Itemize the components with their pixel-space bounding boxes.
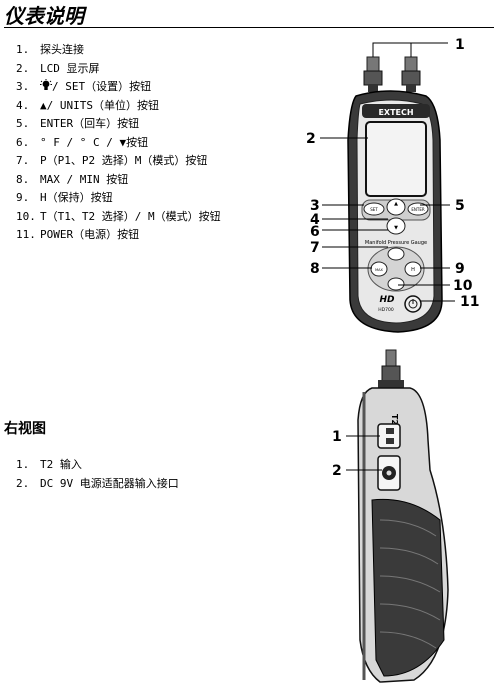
svg-text:SET: SET (370, 207, 378, 212)
svg-text:MAX: MAX (375, 268, 383, 272)
power-button (404, 295, 422, 313)
set-button (363, 202, 385, 216)
side-port-label: T2 (390, 414, 399, 425)
list-item: 4.▲/ UNITS（单位）按钮 (16, 98, 159, 112)
temp-down-button (386, 217, 406, 235)
backlight-bulb-icon (40, 79, 52, 90)
units-up-button (386, 198, 406, 216)
list-item: 11.POWER（电源）按钮 (16, 228, 140, 241)
probe-connector-left (363, 56, 383, 92)
side-body (357, 387, 449, 683)
side-view-heading: 右视图 (4, 421, 46, 437)
callout-label: 8 (310, 261, 320, 277)
callout-label: 11 (460, 294, 479, 310)
callout-label: 1 (455, 37, 465, 53)
callout-label: 5 (455, 198, 465, 214)
callout-label: 3 (310, 198, 320, 214)
p-m-button (387, 247, 405, 261)
list-item: 2.DC 9V 电源适配器输入接口 (16, 476, 179, 490)
list-item: 9.H（保持）按钮 (16, 191, 113, 204)
list-item: 1.T2 输入 (16, 458, 82, 471)
meter-faceplate (356, 99, 435, 324)
hd-badge: HD (379, 295, 395, 305)
side-connector (378, 349, 404, 390)
t2-input-port (377, 423, 401, 449)
side-parts-list: 1.T2 输入 2.DC 9V 电源适配器输入接口 (16, 456, 179, 493)
svg-text:ENTER: ENTER (411, 207, 424, 212)
list-item: 1.探头连接 (16, 43, 84, 56)
callout-label: 9 (455, 261, 465, 277)
callout-label: 1 (332, 429, 342, 445)
callout-label: 4 (310, 212, 320, 228)
power-icon (408, 299, 418, 309)
hold-button (404, 261, 422, 277)
list-item: 8.MAX / MIN 按钮 (16, 172, 129, 186)
brand-logo: EXTECH (378, 108, 413, 117)
device-subtitle: Manifold Pressure Gauge (365, 240, 427, 246)
t-m-button (387, 277, 405, 291)
max-min-button (370, 261, 388, 277)
callout-label: 10 (453, 278, 473, 294)
list-item: 5.ENTER（回车）按钮 (16, 117, 140, 130)
list-item: 7.P（P1、P2 选择）M（模式）按钮 (16, 154, 208, 167)
callout-label: 2 (332, 463, 342, 479)
meter-body (347, 90, 443, 333)
page-title: 仪表说明 (4, 4, 84, 28)
list-item: 6.° F / ° C / ▼按钮 (16, 135, 149, 149)
callout-label: 2 (306, 131, 316, 147)
model-number: HD700 (378, 307, 394, 313)
probe-connector-right (401, 56, 421, 92)
front-parts-list: 1.探头连接 2.LCD 显示屏 3./ SET（设置）按钮 4.▲/ UNIT… (16, 41, 221, 245)
svg-text:H: H (411, 267, 415, 273)
enter-button (407, 202, 429, 216)
callout-label: 6 (310, 224, 320, 240)
list-item: 2.LCD 显示屏 (16, 61, 100, 75)
list-item: 10.T（T1、T2 选择）/ M（模式）按钮 (16, 209, 221, 223)
dc-power-jack (377, 455, 401, 491)
callout-label: 7 (310, 240, 320, 256)
svg-text:▲: ▲ (394, 201, 398, 207)
title-divider (4, 27, 494, 28)
svg-text:▼: ▼ (394, 225, 398, 231)
lcd-display (365, 121, 427, 197)
list-item: 3./ SET（设置）按钮 (16, 79, 152, 93)
